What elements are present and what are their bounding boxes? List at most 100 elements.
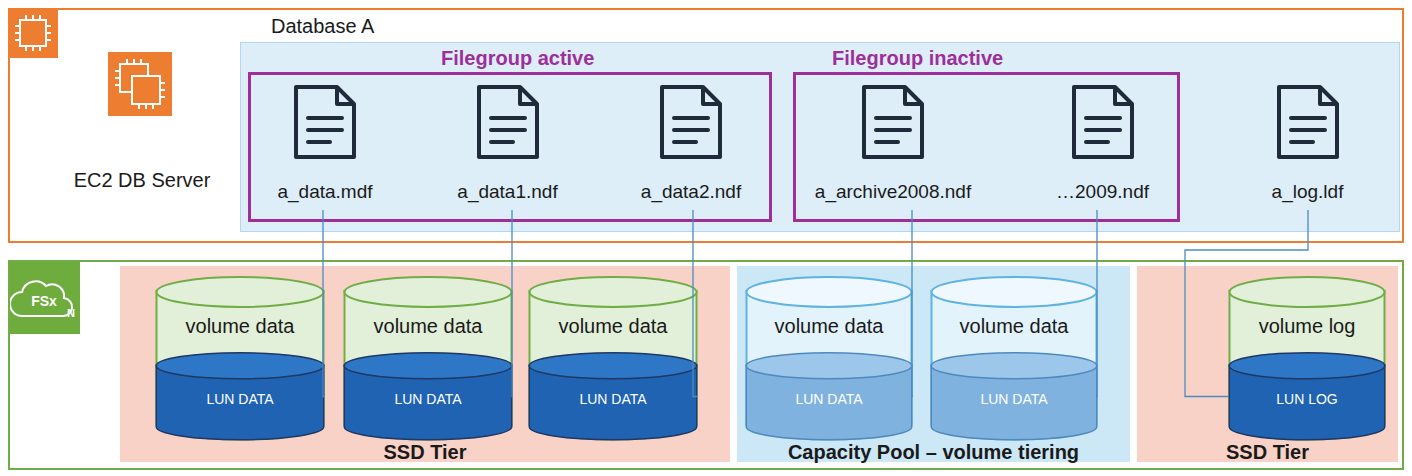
document-lines [491, 118, 525, 142]
node-label: LUN LOG [1228, 389, 1386, 409]
document-outline [479, 87, 537, 157]
chip-symbol [20, 20, 46, 46]
document-icon [659, 84, 723, 160]
document-icon [293, 84, 357, 160]
node-label: Capacity Pool – volume tiering [737, 440, 1130, 464]
file-lun-link [512, 210, 513, 397]
node-label: …2009.ndf [1040, 180, 1165, 204]
document-icon [1071, 84, 1135, 160]
node-label: SSD Tier [120, 440, 730, 464]
lun-cylinder: LUN DATA [930, 352, 1098, 441]
server-boundary: EC2 DB Server Database A Filegroup active a… [8, 8, 1404, 243]
cylinder-top [156, 353, 324, 379]
database-file: a_log.ldf [1255, 82, 1360, 210]
node-label: LUN DATA [528, 389, 698, 409]
file-lun-link [323, 210, 325, 397]
lun-cylinder: LUN DATA [343, 352, 513, 441]
node-label: FSx [24, 292, 64, 310]
cylinder-top [1229, 353, 1385, 379]
document-icon [1276, 84, 1340, 160]
chip-symbol [132, 76, 160, 104]
cylinder-top [931, 353, 1097, 379]
chip-pins [15, 15, 51, 51]
document-fold [703, 87, 720, 104]
database-file: …2009.ndf [1040, 82, 1165, 210]
document-lines [1291, 118, 1325, 142]
ec2-icon [8, 8, 58, 58]
filegroup-box: Filegroup activea_data.mdfa_data1.ndfa_d… [248, 72, 772, 222]
cylinder-top [932, 277, 1097, 307]
document-icon [861, 84, 925, 160]
node-label: volume data [930, 314, 1098, 338]
node-label: a_log.ldf [1255, 180, 1360, 204]
cylinder-body [932, 291, 1097, 440]
cylinder-body [747, 291, 912, 440]
node-label: a_data1.ndf [440, 180, 575, 204]
lun-cylinder: LUN LOG [1228, 352, 1386, 441]
document-outline [864, 87, 922, 157]
node-label: LUN DATA [930, 389, 1098, 409]
database-region: Database AFilegroup activea_data.mdfa_da… [240, 42, 1400, 232]
cloud-symbol [10, 281, 72, 316]
cylinder-top [344, 353, 512, 379]
document-outline [296, 87, 354, 157]
document-fold [1115, 87, 1132, 104]
document-fold [905, 87, 922, 104]
file-lun-link [912, 210, 913, 397]
cylinder-top [747, 277, 912, 307]
node-label: volume data [343, 314, 513, 338]
cylinder-body [530, 291, 697, 440]
node-label: EC2 DB Server [37, 168, 247, 192]
volume-cylinder: volume dataLUN DATA [155, 276, 325, 441]
document-icon [476, 84, 540, 160]
document-fold [337, 87, 354, 104]
chip-pins [139, 83, 165, 109]
node-label: Filegroup inactive [832, 46, 1072, 70]
cylinder-top [345, 277, 512, 307]
node-label: N [64, 306, 78, 320]
database-file: a_archive2008.ndf [798, 82, 988, 210]
cylinder-top [529, 353, 697, 379]
node-label: LUN DATA [343, 389, 513, 409]
node-label: a_data.mdf [255, 180, 395, 204]
cylinder-top [530, 277, 697, 307]
document-fold [520, 87, 537, 104]
node-label: volume data [745, 314, 913, 338]
filegroup-box: Filegroup inactivea_archive2008.ndf…2009… [793, 72, 1180, 222]
cylinder-body [157, 291, 324, 440]
volume-cylinder: volume dataLUN DATA [745, 276, 913, 441]
document-lines [674, 118, 708, 142]
cylinder-top [1230, 277, 1385, 307]
lun-cylinder: LUN DATA [155, 352, 325, 441]
cylinder-body [1230, 291, 1385, 440]
database-file: a_data.mdf [255, 82, 395, 210]
database-file: a_data2.ndf [622, 82, 760, 210]
volume-cylinder: volume dataLUN DATA [343, 276, 513, 441]
file-lun-link [1097, 210, 1098, 397]
capacity-pool-tier: Capacity Pool – volume tieringvolume dat… [737, 266, 1130, 462]
volume-cylinder: volume dataLUN DATA [528, 276, 698, 441]
ec2-server-icon [108, 52, 172, 116]
ssd-tier: SSD Tiervolume dataLUN DATAvolume dataLU… [120, 266, 730, 462]
node-label: SSD Tier [1137, 440, 1398, 464]
node-label: a_archive2008.ndf [798, 180, 988, 204]
document-lines [308, 118, 342, 142]
volume-cylinder: volume dataLUN DATA [930, 276, 1098, 441]
fsx-boundary: FSxNSSD Tiervolume dataLUN DATAvolume da… [8, 260, 1404, 470]
node-label: Filegroup active [441, 46, 661, 70]
file-lun-link [693, 210, 698, 397]
node-label: volume log [1228, 314, 1386, 338]
file-lun-link [1185, 210, 1308, 397]
document-outline [1279, 87, 1337, 157]
node-label: volume data [528, 314, 698, 338]
cylinder-body [345, 291, 512, 440]
node-label: volume data [155, 314, 325, 338]
node-label: Database A [271, 14, 471, 38]
node-label: LUN DATA [745, 389, 913, 409]
document-fold [1320, 87, 1337, 104]
document-outline [662, 87, 720, 157]
cylinder-top [157, 277, 324, 307]
document-outline [1074, 87, 1132, 157]
node-label: a_data2.ndf [622, 180, 760, 204]
